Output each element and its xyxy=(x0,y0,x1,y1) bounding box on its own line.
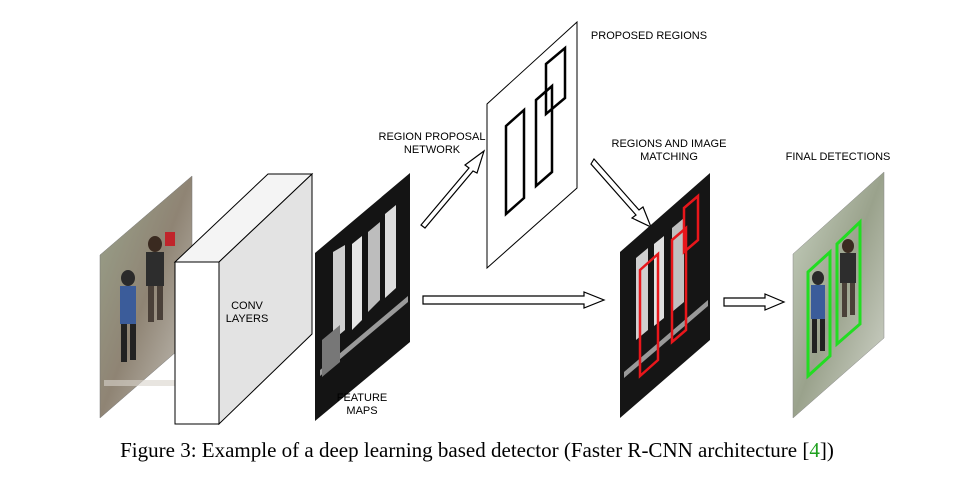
region-match-box xyxy=(638,251,660,379)
input-image xyxy=(99,175,193,419)
caption-text-end: ]) xyxy=(819,438,834,462)
regions-matching-plane xyxy=(620,173,710,418)
figure-caption: Figure 3: Example of a deep learning bas… xyxy=(0,438,954,463)
region-proposal-box xyxy=(504,107,526,217)
caption-reference-link[interactable]: 4 xyxy=(809,438,820,462)
arrow-to-final xyxy=(723,293,786,311)
arrow-to-matching xyxy=(422,291,606,309)
feature-maps-label: FEATURE xyxy=(337,392,388,404)
proposed-regions-plane xyxy=(486,20,578,270)
conv-layers-label: LAYERS xyxy=(226,313,269,325)
rpn-label: NETWORK xyxy=(404,144,461,156)
region-proposal-box xyxy=(544,45,567,117)
arrow-down-to-matching xyxy=(590,157,653,229)
caption-text: Figure 3: Example of a deep learning bas… xyxy=(120,438,810,462)
final-detections-label: FINAL DETECTIONS xyxy=(786,151,891,163)
region-match-box xyxy=(682,193,700,255)
feature-maps-label: MAPS xyxy=(346,405,377,417)
conv-layers-block: CONV LAYERS xyxy=(173,172,314,426)
matching-label: MATCHING xyxy=(640,151,698,163)
arrow-to-rpn xyxy=(420,149,486,229)
final-detections-image xyxy=(792,171,885,419)
rpn-label: REGION PROPOSAL xyxy=(379,131,486,143)
detection-box xyxy=(835,218,862,348)
conv-layers-label: CONV xyxy=(231,300,263,312)
detection-box xyxy=(806,248,832,380)
proposed-regions-label: PROPOSED REGIONS xyxy=(591,30,707,42)
feature-maps: FEATURE MAPS xyxy=(315,173,410,421)
region-match-box xyxy=(670,225,688,345)
matching-label: REGIONS AND IMAGE xyxy=(612,138,727,150)
